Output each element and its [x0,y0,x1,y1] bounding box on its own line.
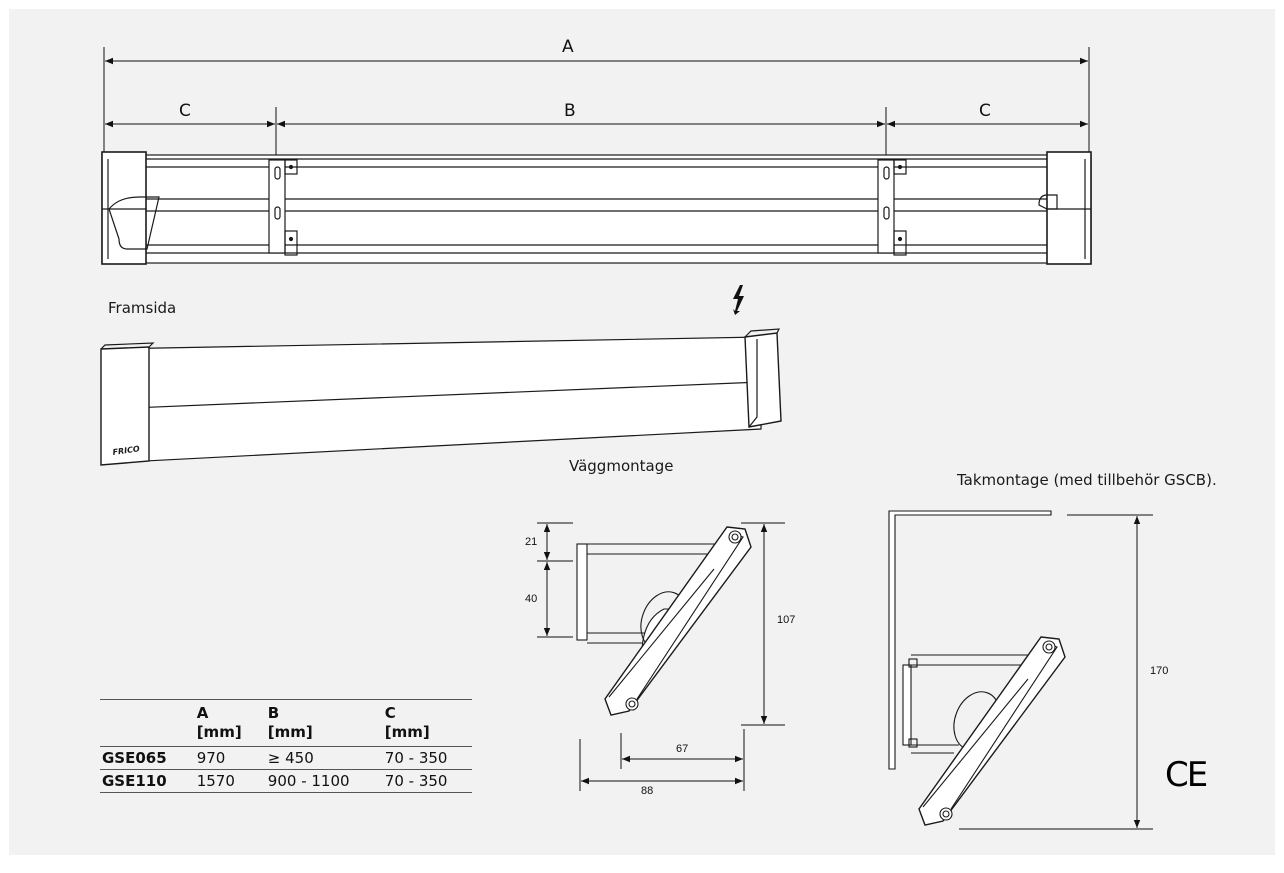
wall-dim-inner-depth: 67 [676,743,689,755]
dimension-label-c-right: C [979,101,991,121]
wall-mount-dimension-lines [537,522,785,791]
dimension-label-c-left: C [179,101,191,121]
table-cell-model: GSE065 [100,746,191,770]
ceiling-mount-drawing [888,510,1066,826]
table-cell-a: 1570 [190,769,262,793]
wall-dim-top-offset: 21 [525,536,538,548]
overall-dimension-lines [103,47,1090,157]
dimension-label-a: A [562,37,574,57]
table-header-b: B[mm] [261,699,379,747]
table-cell-b: ≥ 450 [261,746,379,770]
ce-mark: CE [1165,755,1208,795]
table-row: GSE110 1570 900 - 1100 70 - 350 [100,769,472,793]
table-cell-model: GSE110 [100,769,191,793]
table-row: GSE065 970 ≥ 450 70 - 350 [100,746,472,770]
wall-dim-total-depth: 88 [641,785,654,797]
table-cell-c: 70 - 350 [378,746,472,770]
wall-mount-caption: Väggmontage [569,457,674,475]
dimensions-table: A[mm] B[mm] C[mm] GSE065 970 ≥ 450 70 - … [100,699,472,793]
table-header-row: A[mm] B[mm] C[mm] [100,699,472,747]
table-cell-a: 970 [190,746,262,770]
ceiling-mount-caption: Takmontage (med tillbehör GSCB). [957,471,1217,489]
wall-dim-bracket-height: 40 [525,593,538,605]
lightning-bolt-icon [733,285,744,315]
table-header-model [100,699,191,747]
heater-rear-view [101,151,1092,265]
wall-dim-total-height: 107 [777,614,796,626]
table-cell-c: 70 - 350 [378,769,472,793]
heater-front-view [100,328,782,466]
table-cell-b: 900 - 1100 [261,769,379,793]
table-header-c: C[mm] [378,699,472,747]
product-dimension-sheet: FRICO [9,9,1275,855]
dimension-label-b: B [564,101,576,121]
brand-logo: FRICO [112,444,140,457]
front-view-caption: Framsida [108,299,177,317]
table-header-a: A[mm] [190,699,262,747]
wall-mount-drawing [576,526,752,716]
ceiling-mount-dimension-lines [959,514,1153,830]
ceiling-dim-total-height: 170 [1150,665,1169,677]
technical-drawing: FRICO [100,47,1153,830]
